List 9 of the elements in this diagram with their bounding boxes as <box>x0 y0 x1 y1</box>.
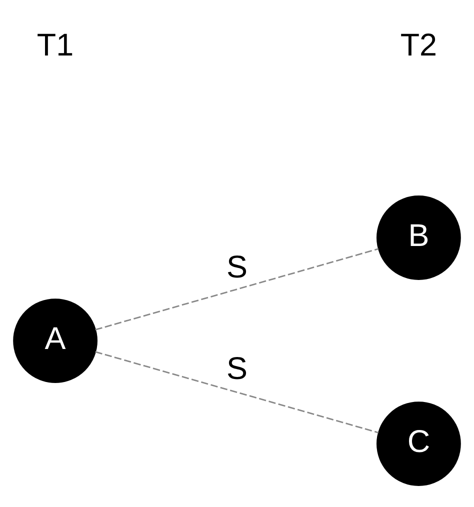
node-circle: A <box>13 298 98 383</box>
connector <box>95 351 379 434</box>
node-circle: C <box>376 402 461 486</box>
node-circle: B <box>376 196 461 280</box>
label: T1 <box>36 27 74 62</box>
connector <box>95 248 379 330</box>
label: T2 <box>400 27 438 62</box>
edge-label: S <box>226 350 248 386</box>
edge-label: S <box>226 249 248 284</box>
